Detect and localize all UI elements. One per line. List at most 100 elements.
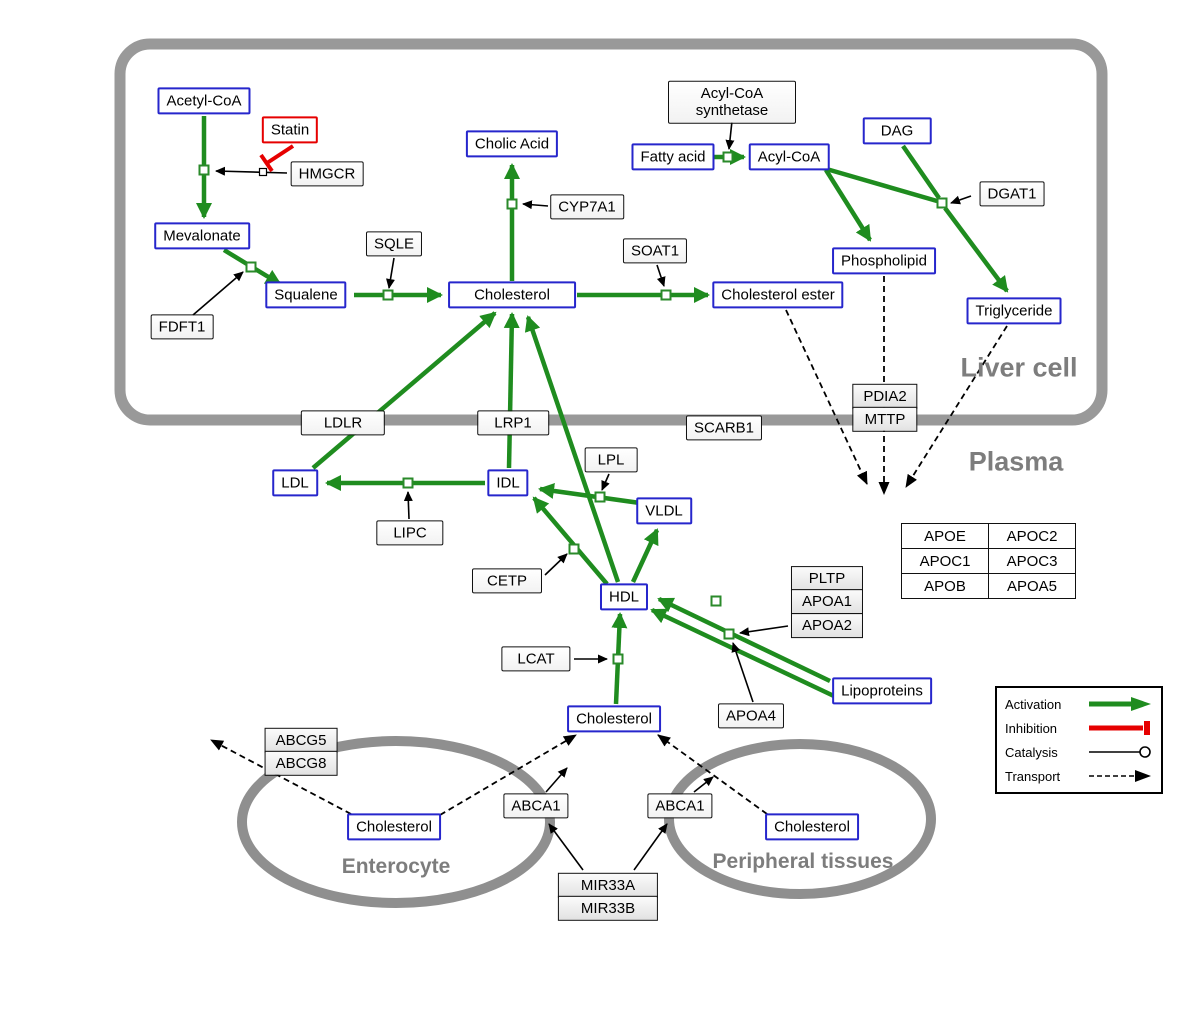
node-cholic-acid[interactable]: Cholic Acid xyxy=(465,130,559,158)
edge-vldl-idl xyxy=(538,483,641,506)
node-abca1-enterocyte[interactable]: ABCA1 xyxy=(503,793,569,819)
node-hmgcr[interactable]: HMGCR xyxy=(290,161,364,187)
legend-transport-label: Transport xyxy=(1005,768,1061,784)
node-abcg8[interactable]: ABCG8 xyxy=(264,751,338,777)
node-cholesterol-enterocyte[interactable]: Cholesterol xyxy=(347,813,441,841)
legend-row-activation: Activation xyxy=(997,692,1161,716)
catalysis-mir33-abca1-left xyxy=(548,823,584,871)
catalysis-circle-icon xyxy=(1089,746,1151,758)
node-abcg5[interactable]: ABCG5 xyxy=(264,727,338,753)
node-squalene[interactable]: Squalene xyxy=(265,281,347,309)
stack-pdia2-mttp: PDIA2 MTTP xyxy=(852,383,918,433)
legend-row-inhibition: Inhibition xyxy=(997,716,1161,740)
edge-junction-triglyceride xyxy=(943,206,1009,293)
node-ldlr[interactable]: LDLR xyxy=(300,410,386,436)
node-pdia2[interactable]: PDIA2 xyxy=(852,383,918,409)
node-apoe[interactable]: APOE xyxy=(901,523,989,549)
transport-enterocyte-cholesterol-efflux xyxy=(210,739,352,815)
node-lpl[interactable]: LPL xyxy=(584,447,638,473)
enterocyte-membrane xyxy=(237,736,555,908)
node-abca1-peripheral[interactable]: ABCA1 xyxy=(647,793,713,819)
node-dag[interactable]: DAG xyxy=(862,117,932,145)
node-apob[interactable]: APOB xyxy=(901,573,989,599)
peripheral-tissues-label: Peripheral tissues xyxy=(712,850,894,873)
node-apoa5[interactable]: APOA5 xyxy=(988,573,1076,599)
node-fdft1[interactable]: FDFT1 xyxy=(150,314,214,340)
node-mir33a[interactable]: MIR33A xyxy=(557,872,659,898)
node-cetp[interactable]: CETP xyxy=(471,568,543,594)
node-apoa1[interactable]: APOA1 xyxy=(790,589,864,615)
legend-catalysis-label: Catalysis xyxy=(1005,744,1058,760)
transport-edges xyxy=(210,276,1008,816)
node-phospholipid[interactable]: Phospholipid xyxy=(832,247,936,275)
node-sqle[interactable]: SQLE xyxy=(365,231,423,257)
node-statin[interactable]: Statin xyxy=(261,116,319,144)
stack-abcg5-abcg8: ABCG5 ABCG8 xyxy=(264,727,338,777)
catalysis-pltp-apoa xyxy=(739,625,789,637)
edge-hdl-cholesterol xyxy=(524,315,621,583)
node-apoc1[interactable]: APOC1 xyxy=(901,548,989,574)
transport-peripheral-cholesterol-to-plasma xyxy=(657,734,768,815)
transport-enterocyte-cholesterol-to-plasma xyxy=(439,734,577,816)
node-cholesterol-ester[interactable]: Cholesterol ester xyxy=(712,281,844,309)
node-vldl[interactable]: VLDL xyxy=(636,497,692,525)
legend: Activation Inhibition Catalysis Transpor… xyxy=(995,686,1163,794)
node-mir33b[interactable]: MIR33B xyxy=(557,896,659,922)
node-triglyceride[interactable]: Triglyceride xyxy=(966,297,1062,325)
liver-cell-membrane xyxy=(114,38,1108,426)
edge-lipoproteins-hdl-upper xyxy=(657,596,831,684)
node-apoa2[interactable]: APOA2 xyxy=(790,612,864,638)
node-mttp[interactable]: MTTP xyxy=(852,407,918,433)
catalysis-hmgcr xyxy=(215,166,288,176)
edge-hdl-vldl xyxy=(630,528,660,583)
node-dgat1[interactable]: DGAT1 xyxy=(979,181,1045,207)
stack-mir33: MIR33A MIR33B xyxy=(557,872,659,922)
edge-idl-cholesterol xyxy=(503,312,520,469)
node-idl[interactable]: IDL xyxy=(487,469,529,497)
catalysis-soat1 xyxy=(656,264,666,287)
legend-inhibition-label: Inhibition xyxy=(1005,720,1058,736)
node-acetyl-coa[interactable]: Acetyl-CoA xyxy=(157,87,251,115)
enterocyte-label: Enterocyte xyxy=(341,855,451,878)
inhibition-tbar-icon xyxy=(1089,721,1150,735)
catalysis-acylcoa-synthetase xyxy=(725,120,735,150)
legend-activation-label: Activation xyxy=(1005,696,1062,712)
catalysis-cyp7a1 xyxy=(522,200,549,210)
node-lcat[interactable]: LCAT xyxy=(501,646,571,672)
node-mevalonate[interactable]: Mevalonate xyxy=(154,222,250,250)
node-cholesterol-plasma[interactable]: Cholesterol xyxy=(567,705,661,733)
compartment-shapes xyxy=(114,38,1108,908)
catalysis-fdft1 xyxy=(192,271,244,316)
edge-acylcoa-dgat-junction xyxy=(822,165,938,204)
catalysis-cetp xyxy=(544,553,568,576)
node-scarb1[interactable]: SCARB1 xyxy=(685,415,763,441)
node-cholesterol-liver[interactable]: Cholesterol xyxy=(448,281,576,309)
catalysis-mir33-abca1-right xyxy=(633,823,668,871)
node-lipc[interactable]: LIPC xyxy=(376,520,444,546)
node-fatty-acid[interactable]: Fatty acid xyxy=(631,143,715,171)
node-apoc2[interactable]: APOC2 xyxy=(988,523,1076,549)
node-lrp1[interactable]: LRP1 xyxy=(477,410,549,436)
node-lipoproteins[interactable]: Lipoproteins xyxy=(832,677,932,705)
node-acyl-coa-synthetase[interactable]: Acyl-CoA synthetase xyxy=(668,80,796,124)
node-hdl[interactable]: HDL xyxy=(599,583,649,611)
legend-row-transport: Transport xyxy=(997,764,1161,788)
table-row: APOB APOA5 xyxy=(901,573,1076,599)
catalysis-lpl xyxy=(601,473,610,491)
transport-cholesterol-ester-to-plasma xyxy=(785,309,868,485)
liver-cell-label: Liver cell xyxy=(960,352,1078,383)
catalysis-apoa4 xyxy=(731,642,754,703)
node-acyl-coa[interactable]: Acyl-CoA xyxy=(748,143,830,171)
table-row: APOC1 APOC3 xyxy=(901,548,1076,574)
table-row: APOE APOC2 xyxy=(901,523,1076,549)
node-ldl[interactable]: LDL xyxy=(272,469,318,497)
node-soat1[interactable]: SOAT1 xyxy=(622,238,688,264)
activation-arrow-icon xyxy=(1089,697,1151,711)
node-pltp[interactable]: PLTP xyxy=(790,566,864,592)
node-cholesterol-peripheral[interactable]: Cholesterol xyxy=(765,813,859,841)
node-apoa4[interactable]: APOA4 xyxy=(717,703,785,729)
node-apoc3[interactable]: APOC3 xyxy=(988,548,1076,574)
node-cyp7a1[interactable]: CYP7A1 xyxy=(550,194,624,220)
reaction-anchor-squares xyxy=(198,151,948,665)
